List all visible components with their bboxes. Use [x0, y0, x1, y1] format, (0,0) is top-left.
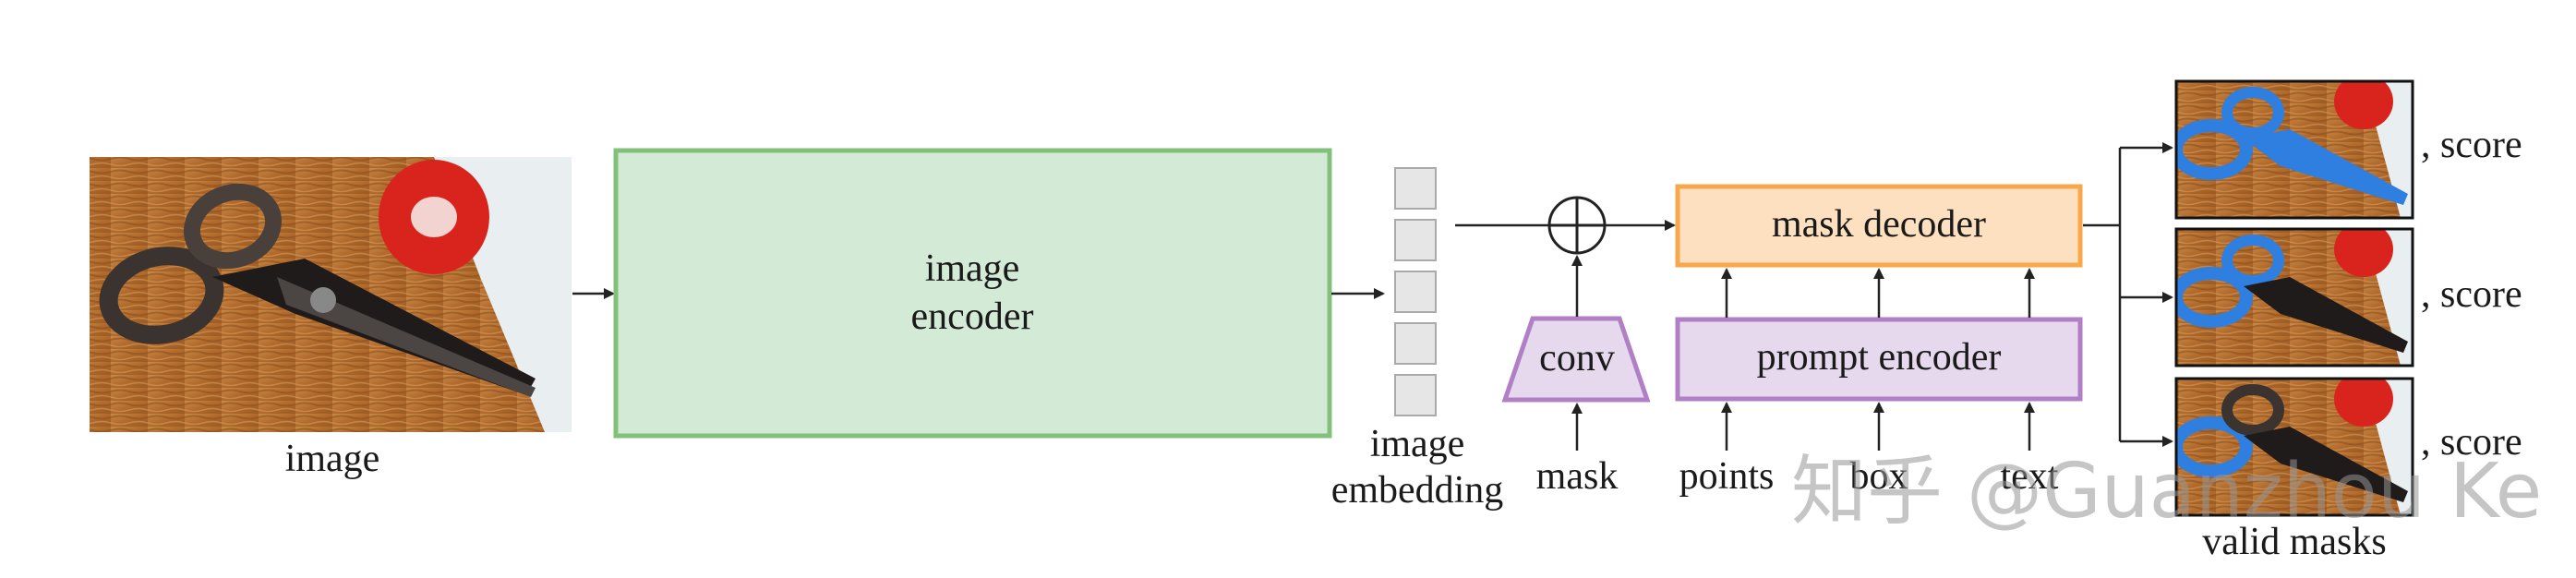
- text-label: text: [2000, 455, 2059, 498]
- image-encoder-box: [613, 148, 1332, 439]
- mask-decoder-box: [1675, 184, 2083, 268]
- conv-label: conv: [1539, 337, 1615, 379]
- valid-masks-label: valid masks: [2202, 521, 2387, 563]
- score-label-1: , score: [2421, 124, 2522, 166]
- prompt-encoder-box: [1675, 317, 2083, 402]
- points-label: points: [1679, 455, 1775, 498]
- valid-mask-3: [2174, 377, 2414, 517]
- valid-mask-2: [2174, 227, 2414, 367]
- image-label: image: [284, 438, 380, 480]
- image-encoder-label-line1: image: [924, 247, 1020, 290]
- image-embedding-label-line1: image: [1369, 423, 1465, 465]
- mask-input-label: mask: [1535, 455, 1619, 498]
- input-image: [90, 157, 572, 432]
- score-label-2: , score: [2421, 273, 2522, 316]
- valid-mask-1: [2174, 79, 2414, 220]
- prompt-encoder-label: prompt encoder: [1756, 336, 2002, 379]
- conv-block: [1501, 316, 1651, 403]
- scissors-icon: [99, 183, 536, 397]
- mask-decoder-label: mask decoder: [1771, 203, 1987, 246]
- watermark: 知乎 @Guanzhou Ke: [1791, 448, 2543, 536]
- image-embedding-label-line2: embedding: [1330, 469, 1504, 512]
- box-label: box: [1849, 455, 1908, 498]
- image-embedding-stack: [1394, 167, 1437, 416]
- image-encoder-label-line2: encoder: [910, 295, 1034, 338]
- score-label-3: , score: [2421, 421, 2522, 464]
